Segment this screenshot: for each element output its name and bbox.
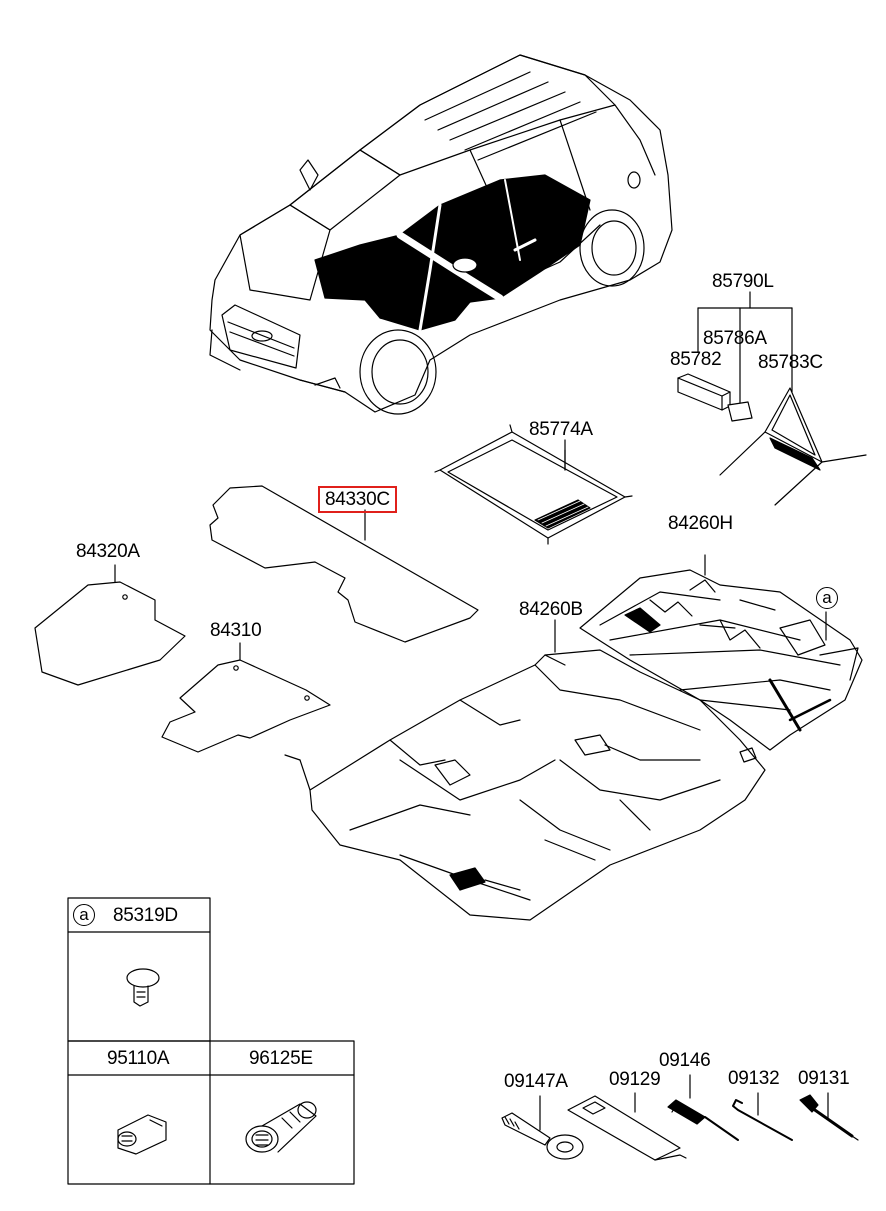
luggage-mat bbox=[209, 485, 479, 643]
warning-triangle-kit bbox=[677, 291, 867, 506]
reference-marker-a: a bbox=[816, 587, 838, 609]
part-label-85319D[interactable]: 85319D bbox=[113, 905, 178, 926]
part-label-09131[interactable]: 09131 bbox=[798, 1068, 850, 1089]
part-label-84320A[interactable]: 84320A bbox=[76, 541, 140, 562]
part-label-84260H[interactable]: 84260H bbox=[668, 513, 733, 534]
part-label-85786A[interactable]: 85786A bbox=[703, 328, 767, 349]
part-label-09132[interactable]: 09132 bbox=[728, 1068, 780, 1089]
part-label-09129[interactable]: 09129 bbox=[609, 1069, 661, 1090]
part-label-09146[interactable]: 09146 bbox=[659, 1050, 711, 1071]
part-label-85790L[interactable]: 85790L bbox=[712, 271, 774, 292]
table-marker-a: a bbox=[73, 904, 95, 926]
part-label-85783C[interactable]: 85783C bbox=[758, 352, 823, 373]
rear-floor-mat bbox=[161, 642, 331, 753]
part-label-84330C[interactable]: 84330C bbox=[318, 486, 397, 513]
part-label-85782[interactable]: 85782 bbox=[670, 349, 722, 370]
front-floor-mat bbox=[34, 564, 186, 686]
car-illustration bbox=[209, 54, 673, 415]
parts-table bbox=[67, 897, 355, 1185]
part-label-85774A[interactable]: 85774A bbox=[529, 419, 593, 440]
clip-icon bbox=[126, 968, 160, 1007]
tool-kit bbox=[501, 1074, 859, 1161]
part-label-09147A[interactable]: 09147A bbox=[504, 1071, 568, 1092]
part-label-84310[interactable]: 84310 bbox=[210, 620, 262, 641]
part-label-95110A[interactable]: 95110A bbox=[107, 1048, 170, 1069]
part-label-84260B[interactable]: 84260B bbox=[519, 599, 583, 620]
floor-carpet bbox=[284, 554, 863, 921]
cargo-net bbox=[434, 424, 633, 545]
part-label-96125E[interactable]: 96125E bbox=[249, 1048, 313, 1069]
connector-icon bbox=[117, 1114, 167, 1155]
socket-icon bbox=[245, 1101, 317, 1153]
